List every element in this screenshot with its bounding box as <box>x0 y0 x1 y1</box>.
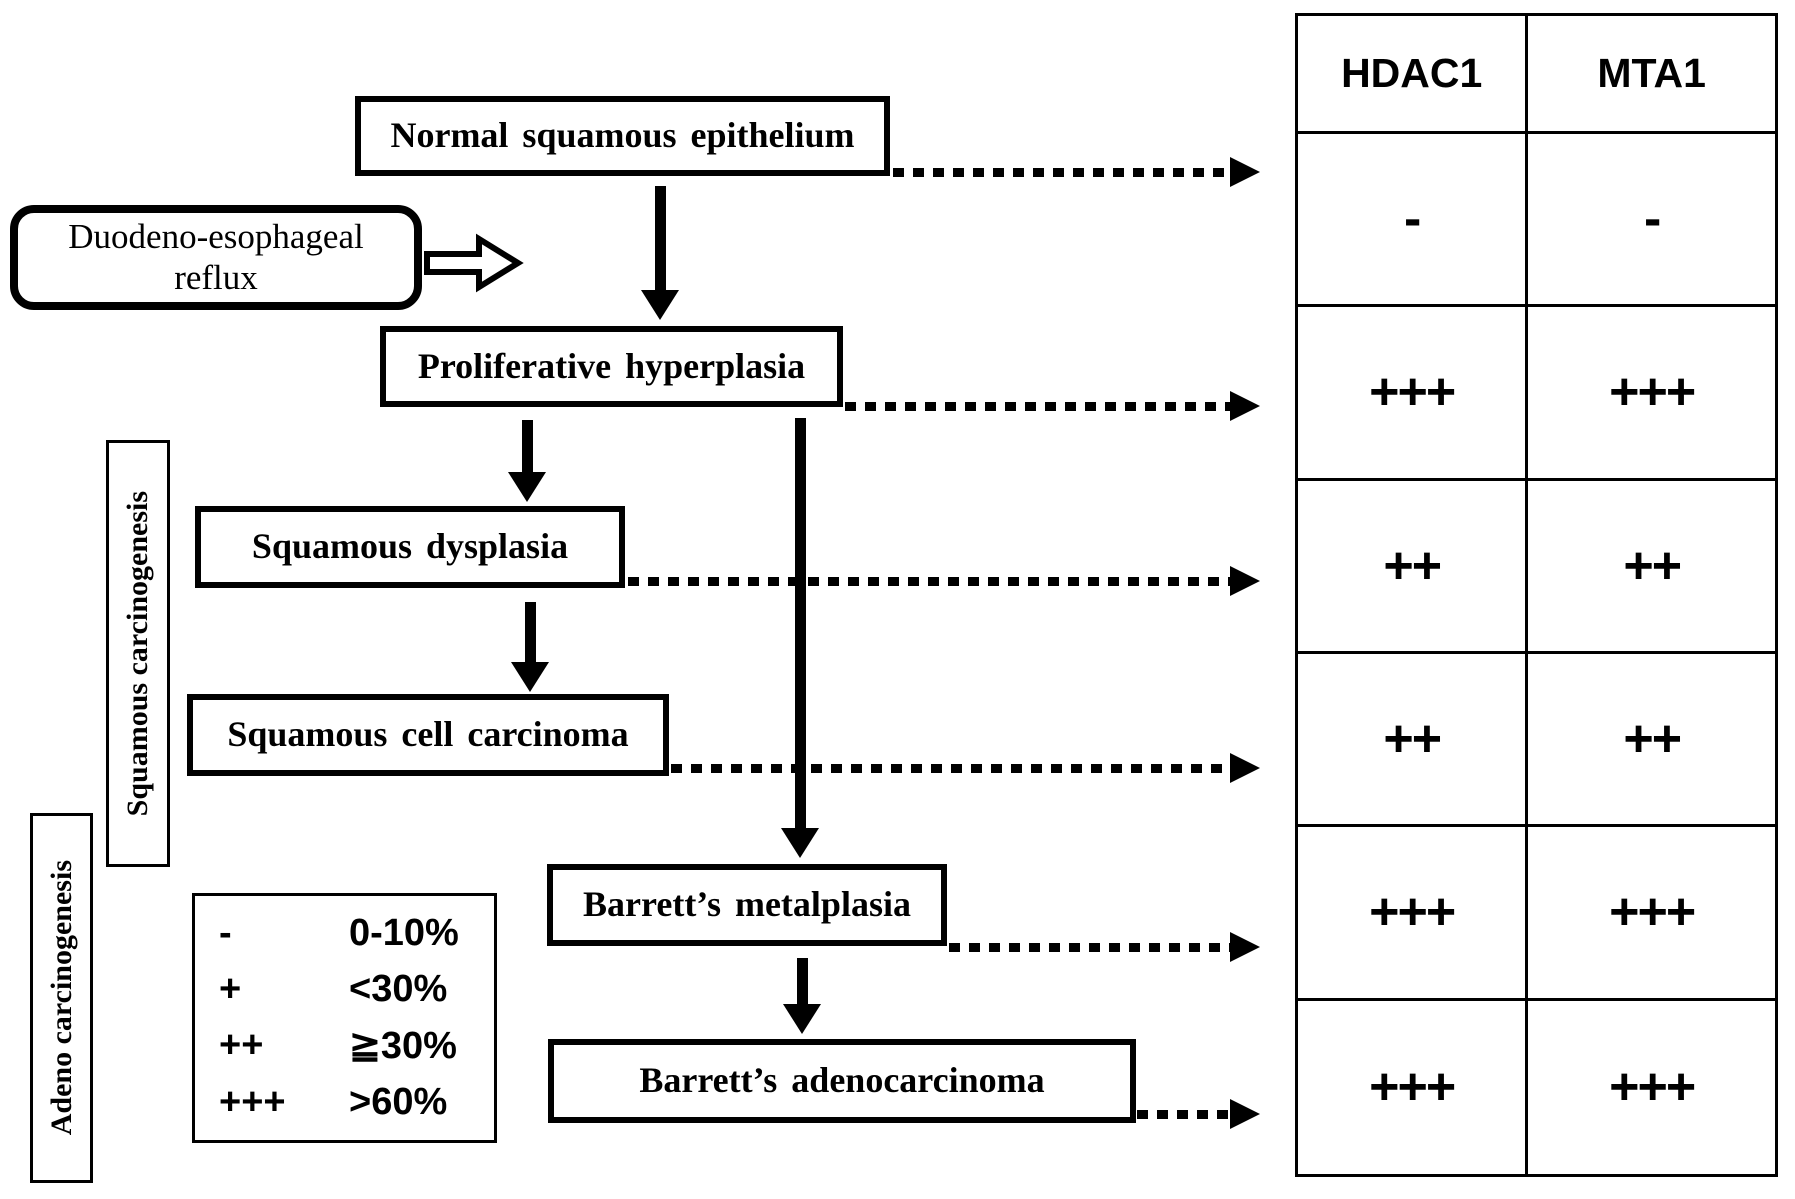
table-cell-carcinoma-mta1: ++ <box>1528 654 1775 828</box>
arrowhead-icon <box>1230 1099 1260 1129</box>
arrow-metaplasia-to-adenocarcinoma-icon <box>782 958 822 1034</box>
expression-table: HDAC1 MTA1 - - +++ +++ ++ ++ ++ ++ +++ +… <box>1295 13 1778 1177</box>
legend-row: - 0-10% <box>219 912 494 955</box>
arrow-hyperplasia-to-dysplasia-icon <box>507 420 547 502</box>
legend-row: + <30% <box>219 968 494 1011</box>
table-cell-adenocarcinoma-hdac1: +++ <box>1298 1000 1529 1174</box>
table-cell-metaplasia-hdac1: +++ <box>1298 827 1529 1001</box>
node-label: Barrett’s metalplasia <box>583 884 911 925</box>
reflux-line1: Duodeno-esophageal <box>68 217 364 257</box>
arrowhead-icon <box>1230 391 1260 421</box>
node-squamous-cell-carcinoma: Squamous cell carcinoma <box>187 694 669 776</box>
arrowhead-icon <box>511 662 549 692</box>
table-cell-carcinoma-hdac1: ++ <box>1298 653 1529 828</box>
node-label: Squamous cell carcinoma <box>227 714 629 755</box>
table-cell-normal-mta1: - <box>1528 134 1775 308</box>
connector-adenocarcinoma-to-table-icon <box>1137 1099 1260 1129</box>
arrowhead-icon <box>781 828 819 858</box>
connector-dysplasia-to-table-icon <box>628 566 1260 596</box>
table-cell-hyperplasia-hdac1: +++ <box>1298 307 1529 481</box>
legend-row: ++ ≧30% <box>219 1023 494 1068</box>
connector-carcinoma-to-table-icon <box>671 753 1260 783</box>
table-cell-adenocarcinoma-mta1: +++ <box>1609 1058 1696 1117</box>
dotted-line <box>845 401 1230 411</box>
connector-metaplasia-to-table-icon <box>949 932 1260 962</box>
dotted-line <box>671 763 1230 773</box>
node-label: Barrett’s adenocarcinoma <box>639 1060 1045 1101</box>
header-cell-hdac1: HDAC1 <box>1298 16 1529 134</box>
arrowhead-icon <box>1230 932 1260 962</box>
reflux-line2: reflux <box>174 257 258 297</box>
dotted-line <box>949 942 1230 952</box>
arrow-dysplasia-to-carcinoma-icon <box>510 602 550 692</box>
legend-symbol: +++ <box>219 1080 286 1123</box>
side-label-text: Adeno carcinogenesis <box>44 860 78 1136</box>
node-label: Squamous dysplasia <box>251 526 569 567</box>
table-cell-dysplasia-hdac1: ++ <box>1298 480 1529 654</box>
dotted-line <box>1137 1109 1230 1119</box>
arrow-normal-to-hyperplasia-icon <box>640 186 680 320</box>
side-label-squamous-carcinogenesis: Squamous carcinogenesis <box>106 440 170 867</box>
arrow-shaft <box>524 602 536 662</box>
legend-symbol: + <box>219 967 242 1010</box>
side-label-text: Squamous carcinogenesis <box>121 490 154 817</box>
table-cell-normal-hdac1: - <box>1298 134 1529 308</box>
legend-row: +++ >60% <box>219 1081 494 1124</box>
node-normal-squamous-epithelium: Normal squamous epithelium <box>355 96 890 176</box>
legend-box: - 0-10% + <30% ++ ≧30% +++ >60% <box>192 893 497 1143</box>
node-squamous-dysplasia: Squamous dysplasia <box>195 506 625 588</box>
arrow-shaft <box>796 958 808 1004</box>
legend-value: <30% <box>349 967 448 1010</box>
arrowhead-icon <box>1230 566 1260 596</box>
node-label: Duodeno-esophageal reflux <box>68 217 363 298</box>
reflux-block-right-arrow-icon <box>424 231 524 300</box>
arrowhead-icon <box>783 1004 821 1034</box>
legend-value: >60% <box>349 1080 448 1123</box>
side-label-adeno-carcinogenesis: Adeno carcinogenesis <box>30 813 93 1183</box>
arrowhead-icon <box>508 472 546 502</box>
legend-value: 0-10% <box>349 912 459 955</box>
connector-normal-to-table-icon <box>893 157 1260 187</box>
table-cell-dysplasia-mta1: ++ <box>1528 481 1775 654</box>
connector-hyperplasia-to-table-icon <box>845 391 1260 421</box>
dotted-line <box>628 576 1230 586</box>
node-duodeno-esophageal-reflux: Duodeno-esophageal reflux <box>10 205 422 310</box>
arrow-shaft <box>654 186 666 290</box>
node-label: Proliferative hyperplasia <box>417 345 806 386</box>
node-proliferative-hyperplasia: Proliferative hyperplasia <box>380 326 843 407</box>
arrow-hyperplasia-to-metaplasia-icon <box>780 418 820 858</box>
arrow-shaft <box>521 420 533 472</box>
arrow-shaft <box>794 418 806 828</box>
table-cell-hyperplasia-mta1: +++ <box>1528 307 1775 481</box>
dotted-line <box>893 167 1230 177</box>
table-cell-metaplasia-mta1: +++ <box>1528 827 1775 1001</box>
node-label: Normal squamous epithelium <box>390 115 855 156</box>
legend-symbol: ++ <box>219 1024 264 1067</box>
node-barretts-adenocarcinoma: Barrett’s adenocarcinoma <box>548 1039 1136 1123</box>
arrowhead-icon <box>641 290 679 320</box>
legend-value: ≧30% <box>349 1025 457 1068</box>
node-barretts-metaplasia: Barrett’s metalplasia <box>547 864 947 946</box>
arrowhead-icon <box>1230 157 1260 187</box>
arrowhead-icon <box>1230 753 1260 783</box>
legend-symbol: - <box>219 912 232 955</box>
header-cell-mta1: MTA1 <box>1528 16 1775 134</box>
